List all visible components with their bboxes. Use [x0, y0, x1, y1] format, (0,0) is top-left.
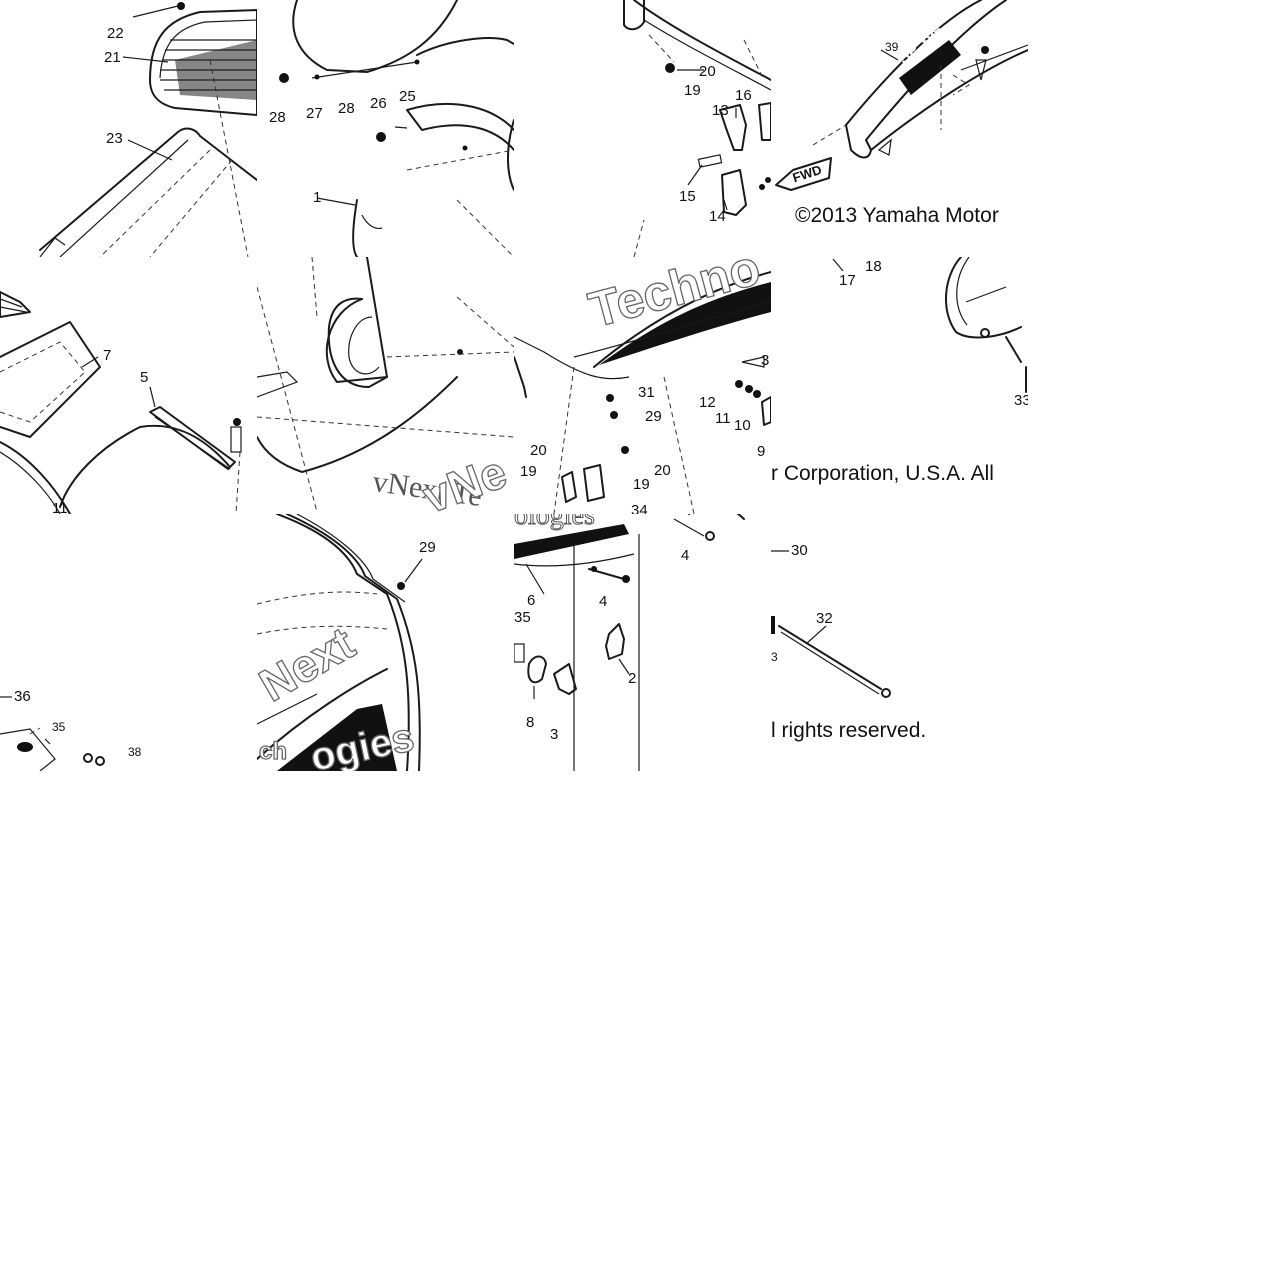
callout: 10	[734, 417, 751, 434]
windshield-drawing	[279, 0, 514, 257]
callout: 2	[628, 670, 637, 687]
diagram-tile-11: ologies 4 6 35 4 2 8 3	[514, 514, 771, 771]
copyright-fragment: l rights reserved.	[771, 719, 927, 742]
callout: 4	[599, 593, 608, 610]
callout: 8	[526, 714, 535, 731]
callout: 15	[679, 188, 696, 205]
diagram-tile-3: 20 19 16 13 15 14	[514, 0, 771, 257]
callout: 35	[52, 720, 66, 734]
callout: 12	[699, 394, 716, 411]
callout: 29	[419, 539, 436, 556]
vent-grille-drawing	[39, 2, 257, 257]
watermark-text: ologies	[514, 514, 595, 531]
callout: 17	[839, 272, 856, 289]
callout: 1	[313, 189, 322, 206]
diagram-tile-2: 28 27 25 28 26 1	[257, 0, 514, 257]
callout: 25	[399, 88, 416, 105]
callout: 21	[104, 49, 121, 66]
callout: 20	[530, 442, 547, 459]
latch-hardware-drawing	[514, 271, 771, 514]
callout: 3	[761, 352, 770, 369]
callout: 33	[1014, 392, 1028, 409]
parts-diagram-mosaic: 22 21 23 28 27 25 28 26 1	[0, 0, 1030, 772]
diagram-tile-8: 17 18 33 r Corporation, U.S.A. All	[771, 257, 1028, 514]
callout: 27	[306, 105, 323, 122]
callout: 3	[550, 726, 559, 743]
callout: 30	[791, 542, 808, 559]
callout: 36	[14, 688, 31, 705]
callout: 34	[631, 502, 648, 514]
copyright-fragment: ©2013 Yamaha Motor	[795, 204, 999, 227]
callout: 7	[103, 347, 112, 364]
diagram-tile-10: Next ch ogies 29	[257, 514, 514, 771]
hood-decal-drawing	[775, 0, 1028, 191]
callout: 3	[771, 650, 778, 664]
copyright-fragment: r Corporation, U.S.A. All	[771, 462, 994, 485]
callout: 29	[645, 408, 662, 425]
hinge-bracket-drawing	[623, 0, 771, 257]
side-panel-drawing	[0, 291, 242, 514]
callout: 28	[269, 109, 286, 126]
callout: 9	[757, 443, 766, 460]
callout: 11	[715, 410, 731, 427]
callout: 18	[865, 258, 882, 275]
seat-trim-drawing	[257, 514, 423, 771]
callout: 19	[684, 82, 701, 99]
callout: 19	[633, 476, 650, 493]
callout: 6	[527, 592, 536, 609]
callout: 39	[885, 40, 899, 54]
callout: 23	[106, 130, 123, 147]
seat-fastener-drawing	[0, 696, 105, 771]
diagram-tile-12: 30 32 3 l rights reserved.	[771, 514, 1028, 771]
callout: 20	[699, 63, 716, 80]
callout: 5	[140, 369, 149, 386]
callout: 11	[52, 500, 68, 514]
callout: 31	[638, 384, 655, 401]
headlight-opening-drawing	[257, 257, 514, 513]
diagram-tile-9: 36 35 38	[0, 514, 257, 771]
diagram-tile-6: vNext Te vNe	[257, 257, 514, 514]
callout: 38	[128, 745, 142, 759]
callout: 35	[514, 609, 531, 626]
callout: 14	[709, 208, 726, 225]
callout: 19	[520, 463, 537, 480]
headlight-ring-drawing	[832, 257, 1027, 393]
diagram-tile-1: 22 21 23	[0, 0, 257, 257]
callout: 32	[816, 610, 833, 627]
callout: 28	[338, 100, 355, 117]
diagram-tile-4: SP 396 FWD 39 ©2013 Yamaha Motor	[771, 0, 1028, 257]
callout: 4	[681, 547, 690, 564]
watermark-text: ch	[258, 738, 288, 765]
diagram-tile-7: Techno 3 31 29 12 11 10 9 20 19 20 19 34	[514, 257, 771, 514]
latch-assembly-drawing	[514, 514, 745, 771]
callout: 22	[107, 25, 124, 42]
callout: 16	[735, 87, 752, 104]
callout: 13	[712, 102, 729, 119]
callout: 20	[654, 462, 671, 479]
callout: 26	[370, 95, 387, 112]
diagram-tile-5: 7 5 11	[0, 257, 257, 514]
cable-drawing	[771, 550, 891, 698]
